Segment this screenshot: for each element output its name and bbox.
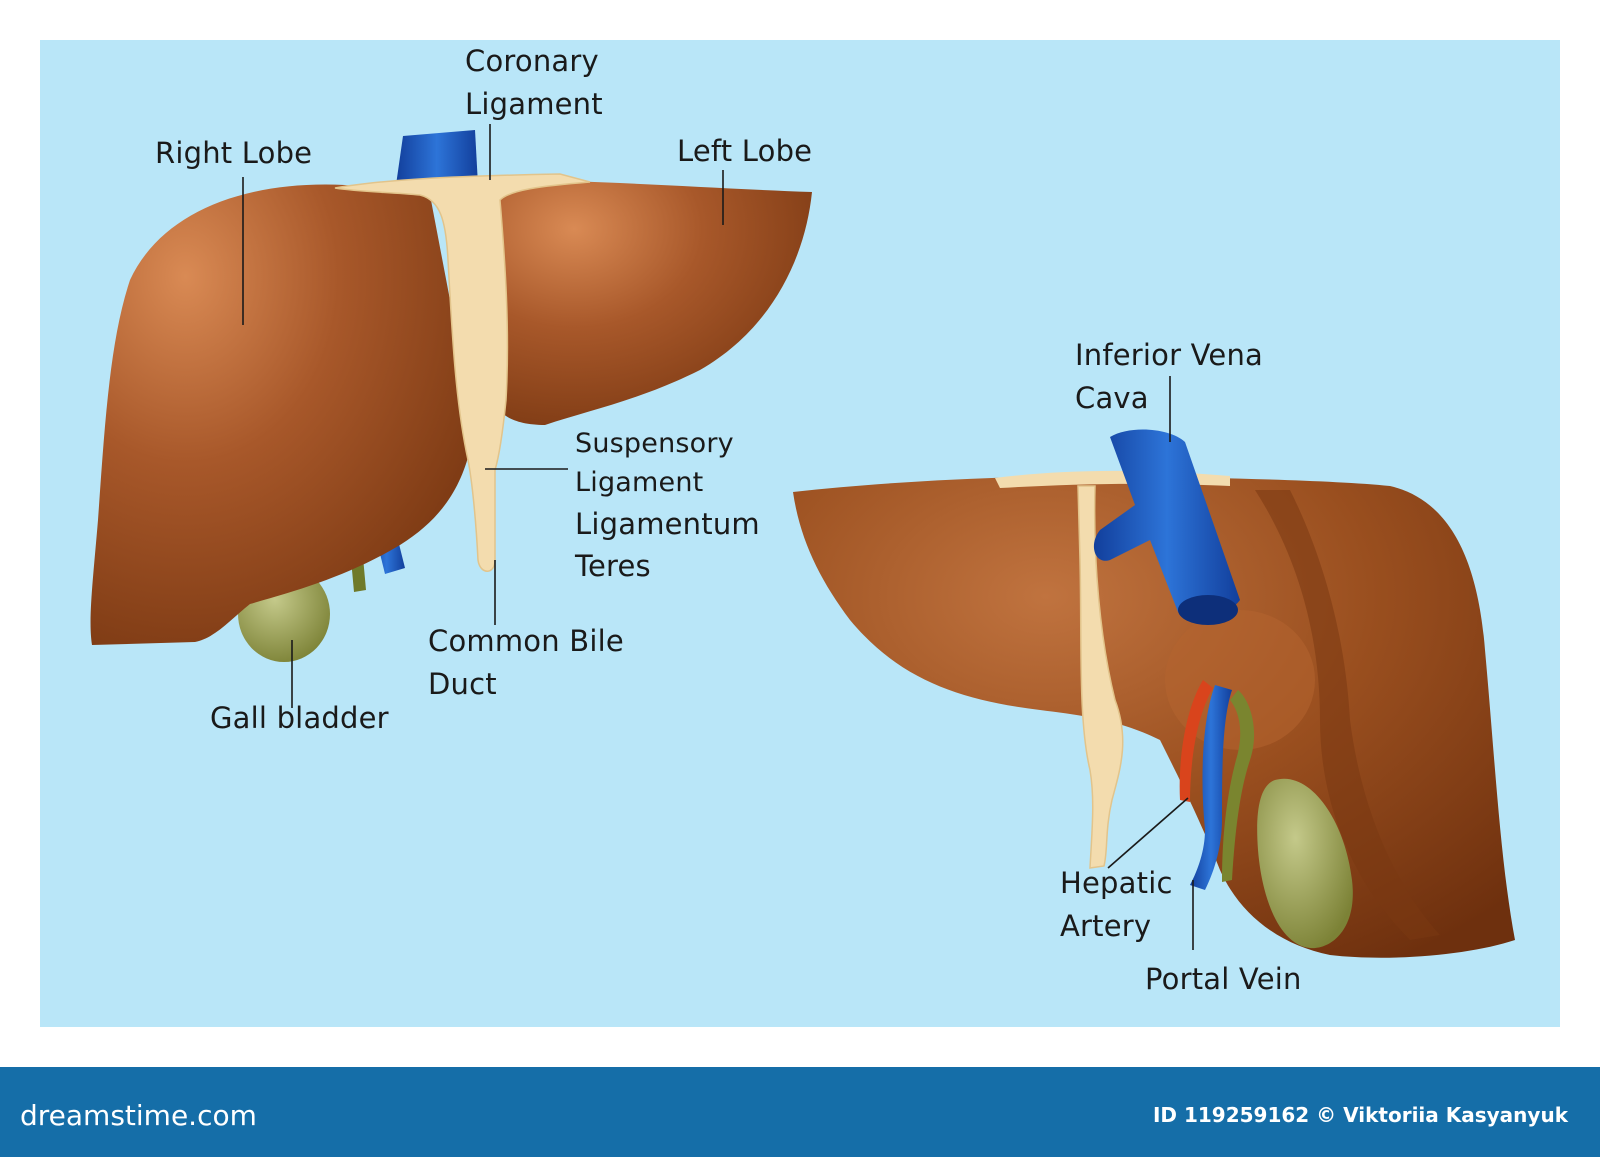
label-inferior-vena-cava-line1: Inferior Vena: [1075, 338, 1264, 372]
leader-lines: [242, 124, 1194, 950]
label-common-bile-duct-line2: Duct: [428, 667, 497, 701]
label-hepatic-artery-line1: Hepatic: [1060, 866, 1173, 900]
footer-credit: ID 119259162 © Viktoriia Kasyanyuk: [1152, 1103, 1568, 1127]
ivc-opening: [1178, 595, 1238, 625]
left-lobe-shape: [495, 180, 812, 425]
liver-visceral-view: [793, 429, 1515, 958]
label-coronary-ligament-line2: Ligament: [465, 87, 603, 121]
lobe-division: [1255, 490, 1440, 940]
label-gall-bladder: Gall bladder: [210, 701, 389, 735]
left-ivc-top: [396, 130, 478, 185]
label-hepatic-artery-line2: Artery: [1060, 909, 1152, 943]
portal-vein-shape: [1190, 685, 1232, 890]
hepatic-artery-shape: [1179, 680, 1213, 802]
watermark-footer-bar: [0, 1067, 1600, 1157]
label-suspensory-ligament-line2: Ligament: [575, 467, 704, 498]
visceral-gall-bladder: [1257, 778, 1353, 949]
label-ligamentum-teres-line2: Teres: [575, 549, 651, 583]
right-lobe-shape: [90, 184, 470, 645]
footer-brand: dreamstime.com: [20, 1099, 257, 1132]
label-coronary-ligament-line1: Coronary: [465, 44, 599, 78]
common-bile-duct-shape: [1222, 690, 1255, 882]
quadrate-lobe: [1165, 610, 1315, 750]
leader-hepatic-artery: [1107, 797, 1189, 869]
label-portal-vein: Portal Vein: [1145, 962, 1302, 996]
label-common-bile-duct-line1: Common Bile: [428, 624, 624, 658]
label-ligamentum-teres-line1: Ligamentum: [575, 507, 760, 541]
ivc-shape: [1093, 429, 1240, 620]
liver-anterior-view: [90, 130, 812, 662]
ligamentum-teres-shape: [1077, 485, 1124, 869]
label-right-lobe: Right Lobe: [155, 136, 313, 170]
label-inferior-vena-cava-line2: Cava: [1075, 381, 1149, 415]
label-left-lobe: Left Lobe: [677, 134, 813, 168]
label-suspensory-ligament-line1: Suspensory: [575, 428, 734, 459]
